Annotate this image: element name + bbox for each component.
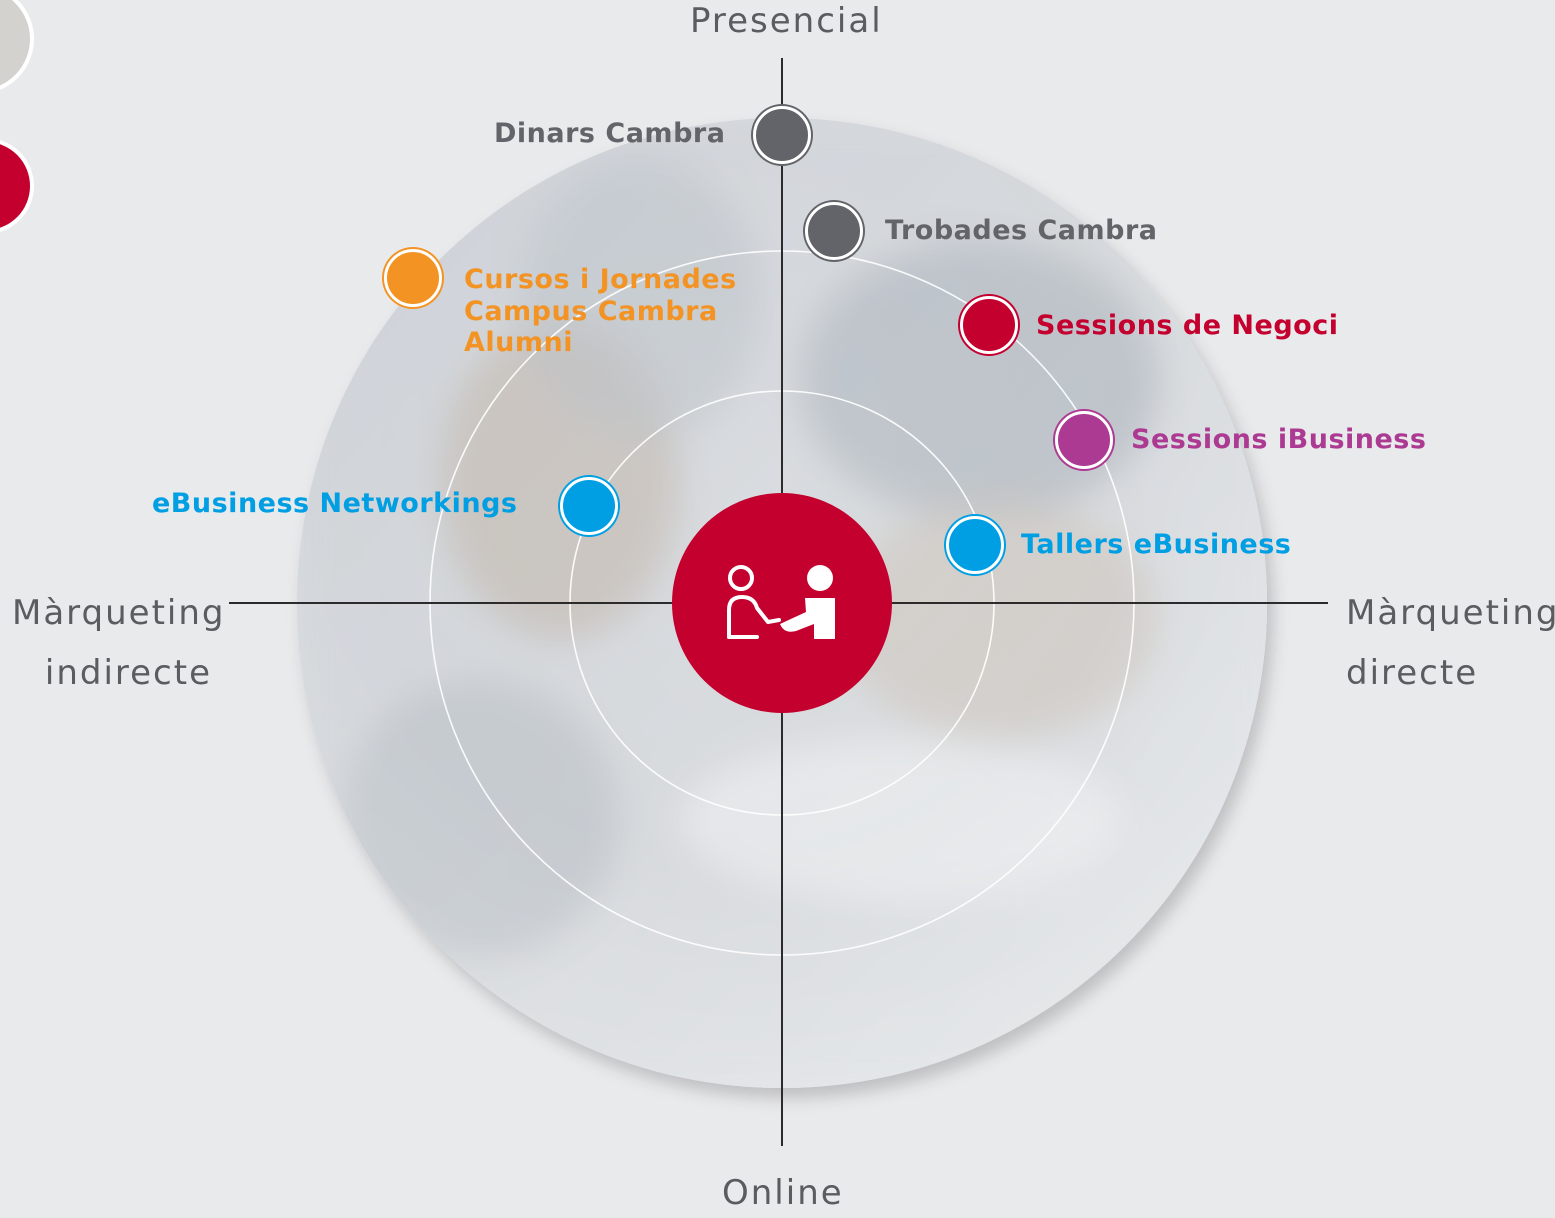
axis-label-bottom: Online (722, 1173, 844, 1213)
node-ebusiness-networkings (560, 477, 618, 535)
label-ebusiness-networkings: eBusiness Networkings (152, 488, 518, 519)
grey-dot-icon (0, 0, 34, 94)
axis-label-left: Màrqueting indirecte (12, 593, 226, 693)
label-trobades-cambra: Trobades Cambra (885, 215, 1158, 246)
label-sessions-negoci: Sessions de Negoci (1036, 310, 1339, 341)
label-sessions-ibusiness: Sessions iBusiness (1131, 424, 1427, 455)
node-tallers-ebusiness (946, 516, 1004, 574)
node-dinars-cambra (753, 106, 811, 164)
node-sessions-ibusiness (1055, 411, 1113, 469)
label-cursos-jornades: Cursos i Jornades Campus Cambra Alumni (464, 264, 737, 359)
handshake-people-icon (727, 565, 781, 639)
label-tallers-ebusiness: Tallers eBusiness (1021, 529, 1292, 560)
person-solid-icon (780, 565, 835, 639)
label-dinars-cambra: Dinars Cambra (494, 118, 726, 149)
node-trobades-cambra (805, 202, 863, 260)
axis-label-right: Màrqueting directe (1346, 593, 1555, 693)
axis-label-top: Presencial (690, 1, 883, 41)
node-sessions-negoci (960, 296, 1018, 354)
center-circle (672, 493, 892, 713)
node-cursos-jornades (384, 249, 442, 307)
